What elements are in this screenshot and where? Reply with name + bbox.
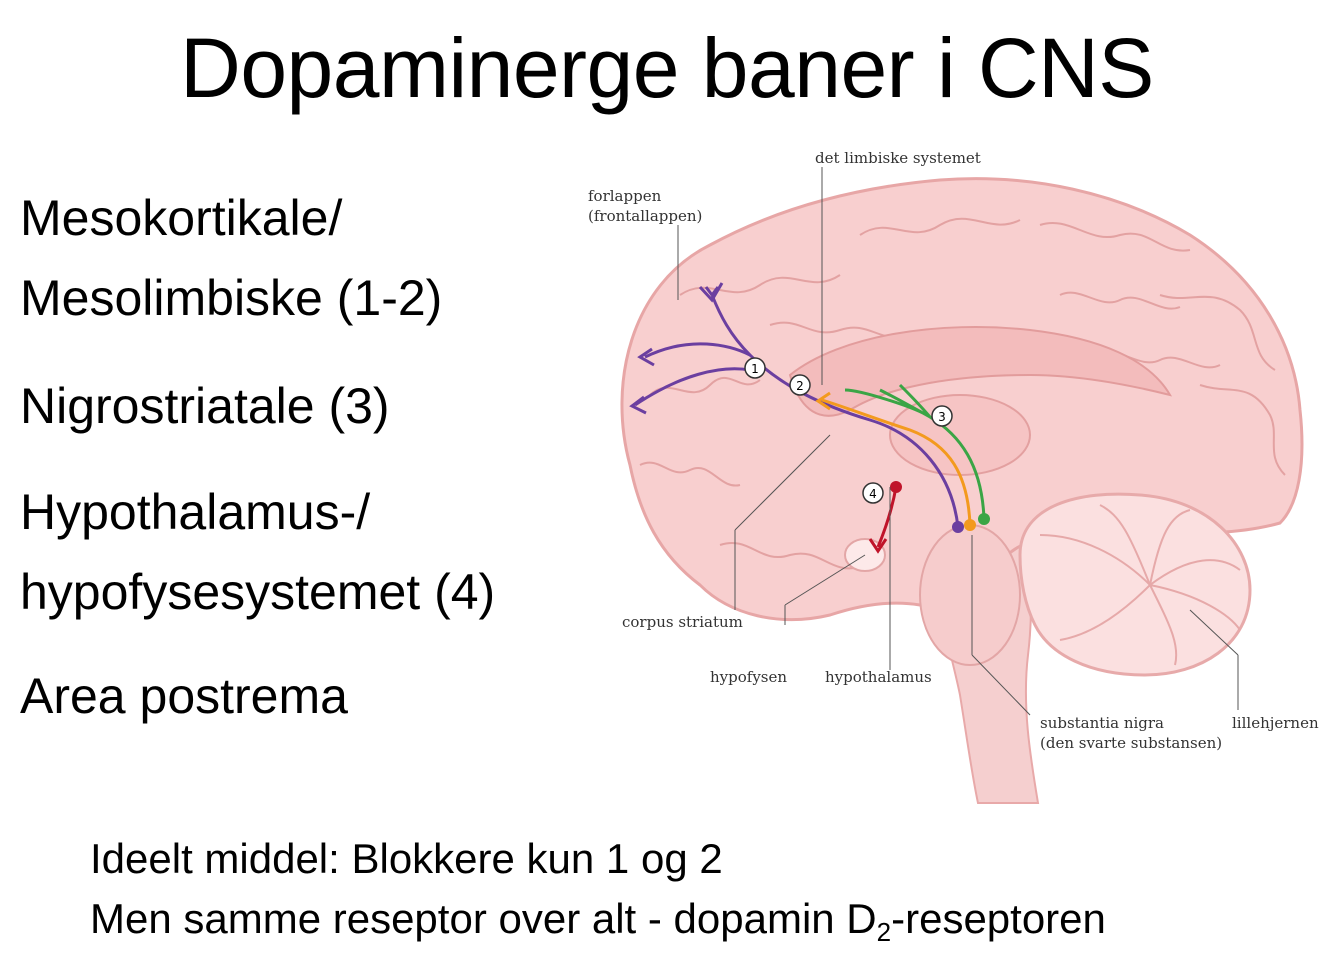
- label-substantia-nigra: substantia nigra: [1040, 714, 1164, 732]
- label-substantia-nigra-alt: (den svarte substansen): [1040, 734, 1222, 752]
- cerebellum-folia: [1039, 504, 1241, 666]
- pathway-2: [821, 398, 972, 526]
- pathway-3-origin: [978, 513, 990, 525]
- marker-2: 2: [789, 374, 811, 396]
- pathway-4-arrow: [868, 538, 888, 554]
- marker-1: 1: [744, 357, 766, 379]
- footer-line-1: Ideelt middel: Blokkere kun 1 og 2: [90, 835, 723, 882]
- pathway-1-origin: [952, 521, 964, 533]
- svg-text:3: 3: [938, 410, 946, 424]
- leader-lines: [677, 167, 1239, 716]
- svg-text:4: 4: [869, 487, 877, 501]
- label-cerebellum: lillehjernen: [1232, 714, 1319, 732]
- pathway-1-arrow-low: [629, 395, 647, 415]
- pathway-item-hypofyse: hypofysesystemet (4): [20, 564, 496, 620]
- label-hypothalamus: hypothalamus: [825, 668, 932, 686]
- d2-subscript: 2: [876, 917, 892, 947]
- marker-3: 3: [931, 405, 953, 427]
- marker-4: 4: [862, 482, 884, 504]
- pathway-2-arrow: [815, 391, 831, 411]
- label-frontal-lobe: forlappen: [588, 187, 662, 205]
- pathway-item-mesolimbic: Mesolimbiske (1-2): [20, 270, 443, 326]
- pathway-2-origin: [964, 519, 976, 531]
- label-hypophysis: hypofysen: [710, 668, 787, 686]
- footer-line-2: Men samme reseptor over alt - dopamin D2…: [90, 895, 1106, 947]
- pathway-item-hypothalamus: Hypothalamus-/: [20, 484, 371, 540]
- pons: [919, 524, 1021, 666]
- label-frontal-lobe-alt: (frontallappen): [588, 207, 702, 225]
- pathway-1-arrow-mid: [637, 347, 655, 367]
- label-corpus-striatum: corpus striatum: [622, 613, 743, 631]
- pathway-4-origin: [890, 481, 902, 493]
- pathway-item-area-postrema: Area postrema: [20, 668, 348, 724]
- slide-title: Dopaminerge baner i CNS: [180, 21, 1154, 115]
- pathway-item-mesocortical: Mesokortikale/: [20, 190, 343, 246]
- brain-diagram: 1 2 3 4 det limbiske systemet forlappen …: [588, 149, 1319, 804]
- svg-text:2: 2: [796, 379, 804, 393]
- svg-text:1: 1: [751, 362, 759, 376]
- pathway-1-arrow-top: [698, 282, 724, 303]
- pathway-item-nigrostriatal: Nigrostriatale (3): [20, 378, 390, 434]
- label-limbic-system: det limbiske systemet: [815, 149, 981, 167]
- cerebellum: [1018, 492, 1252, 677]
